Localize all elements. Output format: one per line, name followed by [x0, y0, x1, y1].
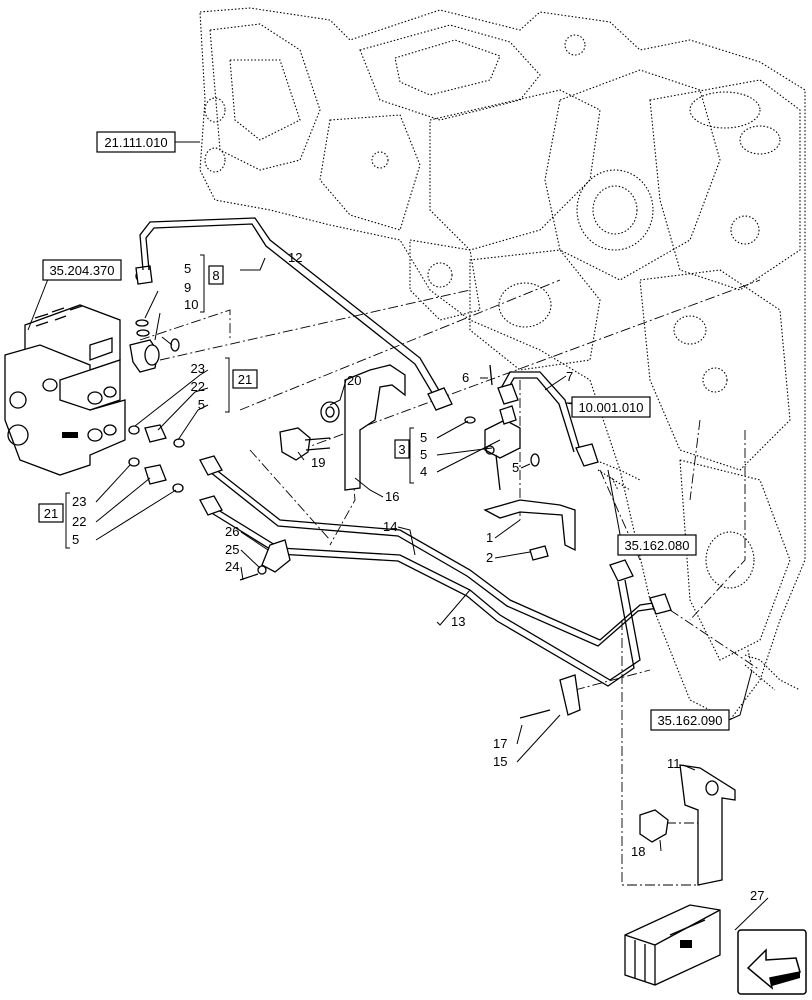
callout-14[interactable]: 14 — [383, 519, 397, 534]
kit-8-label: 8 — [212, 268, 219, 283]
callout-5-upper[interactable]: 5 — [198, 397, 205, 412]
bracket-1 — [483, 499, 576, 561]
callout-23-upper[interactable]: 23 — [191, 361, 205, 376]
callout-1[interactable]: 1 — [486, 530, 493, 545]
ref-35-162-080-box — [617, 534, 697, 556]
ref-10-001-010-box — [571, 396, 651, 418]
callout-5-tee[interactable]: 5 — [512, 460, 519, 475]
transmission-housing — [199, 7, 806, 721]
kit-21-upper-label: 21 — [238, 372, 252, 387]
callout-7[interactable]: 7 — [566, 369, 573, 384]
callout-22-lower[interactable]: 22 — [72, 514, 86, 529]
callout-15[interactable]: 15 — [493, 754, 507, 769]
elbow-fitting — [129, 265, 180, 373]
callout-20[interactable]: 20 — [347, 373, 361, 388]
callout-9[interactable]: 9 — [184, 280, 191, 295]
callout-27[interactable]: 27 — [750, 888, 764, 903]
callout-24[interactable]: 24 — [225, 559, 239, 574]
harness-connector — [744, 649, 801, 691]
tee-fitting — [464, 364, 540, 491]
callout-17[interactable]: 17 — [493, 736, 507, 751]
callout-26[interactable]: 26 — [225, 524, 239, 539]
connector-fittings — [128, 424, 185, 493]
callout-19[interactable]: 19 — [311, 455, 325, 470]
ref-21-111-010[interactable]: 21.111.010 — [104, 135, 167, 150]
ref-10-001-010[interactable]: 10.001.010 — [578, 400, 643, 415]
callout-18[interactable]: 18 — [631, 844, 645, 859]
callout-2[interactable]: 2 — [486, 550, 493, 565]
ref-35-162-090-box — [650, 709, 730, 731]
bracket-16 — [279, 364, 406, 491]
hydraulic-valve-block — [4, 304, 126, 476]
ref-35-162-090[interactable]: 35.162.090 — [657, 713, 722, 728]
kit-groupings: 8 21 21 3 — [38, 254, 414, 549]
callout-11[interactable]: 11 — [667, 756, 681, 771]
bracket-11 — [639, 764, 736, 886]
callout-6[interactable]: 6 — [462, 370, 469, 385]
callout-4[interactable]: 4 — [420, 464, 427, 479]
pipe-12 — [139, 217, 453, 411]
leader-lines — [27, 141, 769, 931]
callout-12[interactable]: 12 — [288, 250, 302, 265]
pipe-7 — [497, 371, 641, 491]
callout-5-kit3-b[interactable]: 5 — [420, 447, 427, 462]
callout-23-lower[interactable]: 23 — [72, 494, 86, 509]
ref-35-204-370-box — [42, 259, 122, 281]
pipe-13-14 — [199, 455, 672, 687]
callout-numbers: 12 5 9 10 23 22 5 23 22 5 20 19 16 6 7 5… — [72, 250, 764, 903]
clamp-15 — [519, 674, 581, 719]
callout-10[interactable]: 10 — [184, 297, 198, 312]
kit-box — [624, 904, 721, 986]
callout-13[interactable]: 13 — [451, 614, 465, 629]
callout-5-kit8[interactable]: 5 — [184, 261, 191, 276]
kit-3-label: 3 — [398, 442, 405, 457]
back-nav-button[interactable] — [737, 929, 807, 995]
callout-5-kit3-a[interactable]: 5 — [420, 430, 427, 445]
callout-5-lower[interactable]: 5 — [72, 532, 79, 547]
ref-21-111-010-box — [96, 131, 176, 153]
kit-21-lower-label: 21 — [44, 506, 58, 521]
ref-35-204-370[interactable]: 35.204.370 — [49, 263, 114, 278]
callout-16[interactable]: 16 — [385, 489, 399, 504]
arrow-back-icon — [746, 948, 801, 990]
reference-labels: 21.111.010 35.204.370 10.001.010 35.162.… — [42, 131, 730, 731]
callout-25[interactable]: 25 — [225, 542, 239, 557]
callout-22-upper[interactable]: 22 — [191, 379, 205, 394]
ref-35-162-080[interactable]: 35.162.080 — [624, 538, 689, 553]
